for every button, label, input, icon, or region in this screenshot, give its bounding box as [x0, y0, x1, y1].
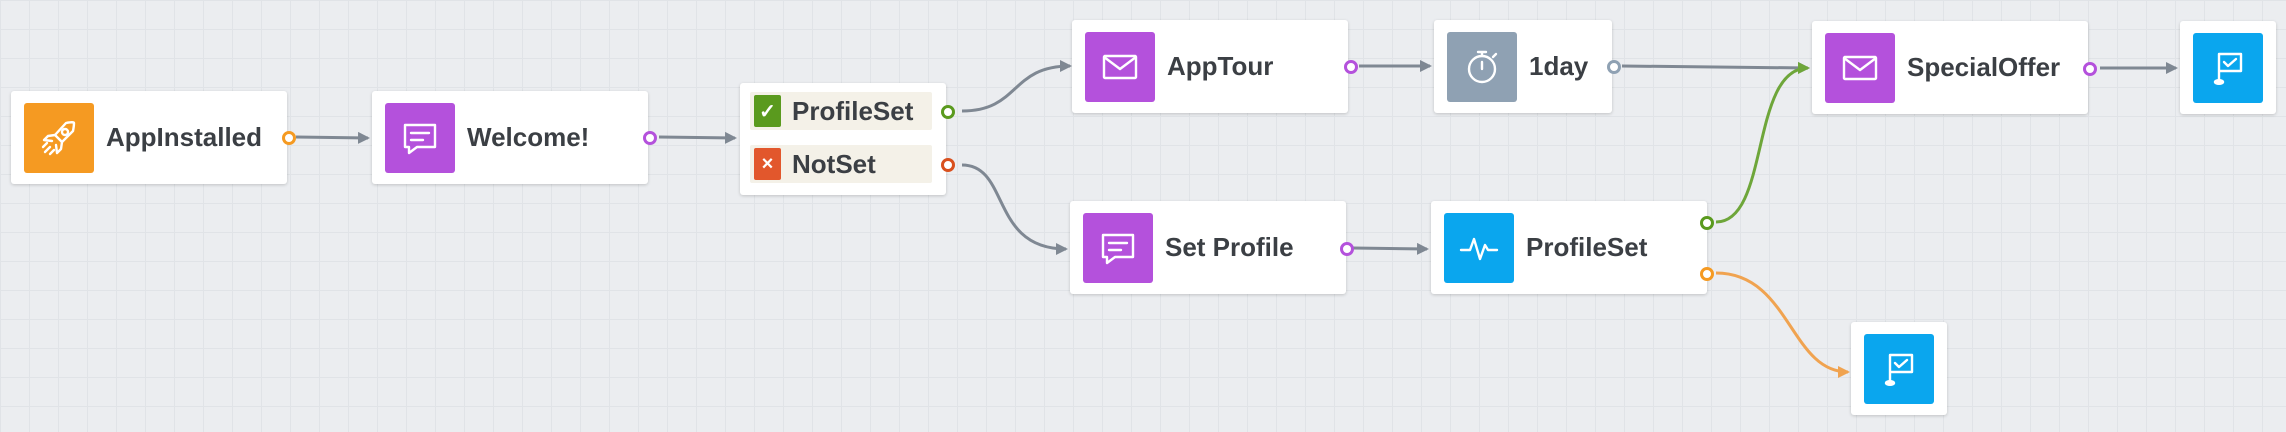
- branch-option-label: ProfileSet: [792, 95, 914, 126]
- branch-option-notset[interactable]: × NotSet: [750, 145, 932, 183]
- node-label: ProfileSet: [1526, 232, 1648, 262]
- wait-node-1day[interactable]: 1day: [1434, 20, 1612, 113]
- edge-profileset-apptour[interactable]: [961, 60, 1072, 113]
- goal-flag-icon: [2193, 32, 2263, 103]
- exit-node-bottom[interactable]: [1851, 322, 1947, 415]
- envelope-icon: [1085, 31, 1155, 102]
- rocket-icon: [24, 102, 94, 173]
- output-port[interactable]: [282, 131, 296, 145]
- x-icon: ×: [754, 148, 781, 180]
- branch-option-profileset[interactable]: ✓ ProfileSet: [750, 92, 932, 130]
- email-node-specialoffer[interactable]: SpecialOffer: [1812, 21, 2088, 114]
- edge-no-exit[interactable]: [1715, 271, 1850, 378]
- edge-appinstalled-welcome[interactable]: [295, 131, 370, 144]
- output-port-yes[interactable]: [1700, 216, 1714, 230]
- trigger-node-appinstalled[interactable]: AppInstalled: [11, 91, 287, 184]
- output-port[interactable]: [643, 131, 657, 145]
- node-label: 1day: [1529, 51, 1589, 81]
- edge-setprofile-profileset[interactable]: [1352, 242, 1429, 255]
- output-port-no[interactable]: [1700, 267, 1714, 281]
- message-node-setprofile[interactable]: Set Profile: [1070, 201, 1346, 294]
- node-label: AppInstalled: [106, 122, 263, 152]
- email-node-apptour[interactable]: AppTour: [1072, 20, 1348, 113]
- exit-node-top[interactable]: [2180, 21, 2276, 114]
- node-label: Set Profile: [1165, 232, 1294, 262]
- activity-icon: [1444, 212, 1514, 283]
- check-icon: ✓: [754, 95, 781, 127]
- node-label: SpecialOffer: [1907, 52, 2061, 82]
- message-icon: [385, 102, 455, 173]
- message-node-welcome[interactable]: Welcome!: [372, 91, 648, 184]
- edge-yes-specialoffer[interactable]: [1715, 62, 1810, 224]
- edge-notset-setprofile[interactable]: [961, 163, 1068, 255]
- message-icon: [1083, 212, 1153, 283]
- output-port[interactable]: [1607, 60, 1621, 74]
- output-port[interactable]: [2083, 62, 2097, 76]
- stopwatch-icon: [1447, 31, 1517, 102]
- envelope-icon: [1825, 32, 1895, 103]
- output-port[interactable]: [1340, 242, 1354, 256]
- branch-node[interactable]: ✓ ProfileSet × NotSet: [740, 83, 946, 195]
- node-label: Welcome!: [467, 122, 590, 152]
- condition-node-profileset[interactable]: ProfileSet: [1431, 201, 1707, 294]
- edge-welcome-branch[interactable]: [658, 131, 737, 144]
- goal-flag-icon: [1864, 333, 1934, 404]
- output-port-yes[interactable]: [941, 105, 955, 119]
- node-label: AppTour: [1167, 51, 1274, 81]
- edge-1day-specialoffer[interactable]: [1621, 61, 1810, 74]
- output-port-no[interactable]: [941, 158, 955, 172]
- branch-option-label: NotSet: [792, 148, 876, 179]
- output-port[interactable]: [1344, 60, 1358, 74]
